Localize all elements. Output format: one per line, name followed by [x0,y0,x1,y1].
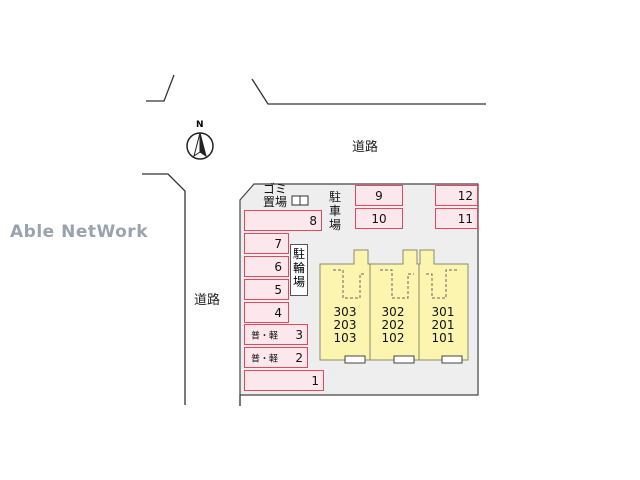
parking-lot: 11 [435,208,478,229]
parking-lot: 9 [355,185,403,206]
parking-lot: 普・軽 2 [244,347,308,368]
unit-rooms: 303 203 103 [323,306,367,345]
unit-rooms: 301 201 101 [421,306,465,345]
entrance-3 [441,355,463,364]
road-edge-northwest [146,74,175,102]
lot-number: 12 [457,188,473,203]
room-number: 302 [381,305,405,319]
lot-number: 11 [457,211,473,226]
trash-area-label: ゴミ置場 [262,182,287,209]
compass-arrow-right [199,132,207,158]
parking-lot: 1 [244,370,324,391]
lot-number: 5 [274,282,282,297]
parking-lot: 7 [244,233,289,254]
room-number: 203 [333,318,357,332]
lot-number: 10 [371,211,387,226]
lot-number: 7 [274,236,282,251]
unit-outline-2 [380,269,414,299]
parking-label: 駐車場 [328,190,341,232]
building-wing-3 [418,249,469,361]
lot-number: 1 [311,373,319,388]
parking-lot: 8 [244,210,322,231]
lot-number: 4 [274,305,282,320]
lot-number: 6 [274,259,282,274]
parking-lot: 普・軽 3 [244,324,308,345]
parking-lot: 5 [244,279,289,300]
road-edge-north [251,78,486,105]
road-label-west: 道路 [194,293,221,308]
road-label-north: 道路 [352,140,379,155]
building-wing-1 [319,249,371,361]
room-number: 303 [333,305,357,319]
lot-number: 3 [295,327,303,342]
room-number: 201 [431,318,455,332]
entrance-2 [393,355,415,364]
parking-lot: 10 [355,208,403,229]
unit-outline-3 [426,269,458,299]
room-number: 101 [431,331,455,345]
building-wing-2 [369,249,420,361]
room-number: 102 [381,331,405,345]
parking-lot: 4 [244,302,289,323]
room-number: 103 [333,331,357,345]
lot-number: 9 [375,188,383,203]
bicycle-parking: 駐輪場 [290,244,308,296]
lot-size-tag: 普・軽 [251,354,279,364]
road-edge-west [142,173,186,405]
lot-size-tag: 普・軽 [251,331,279,341]
apartment-building [319,249,469,364]
compass-north-label: N [196,120,204,130]
parking-lot: 12 [435,185,478,206]
room-number: 301 [431,305,455,319]
parking-lot: 6 [244,256,289,277]
watermark: Able NetWork [10,222,148,242]
unit-rooms: 302 202 102 [371,306,415,345]
unit-outline-1 [333,269,366,299]
lot-number: 2 [295,350,303,365]
room-number: 202 [381,318,405,332]
entrance-1 [344,355,366,364]
lot-number: 8 [309,213,317,228]
